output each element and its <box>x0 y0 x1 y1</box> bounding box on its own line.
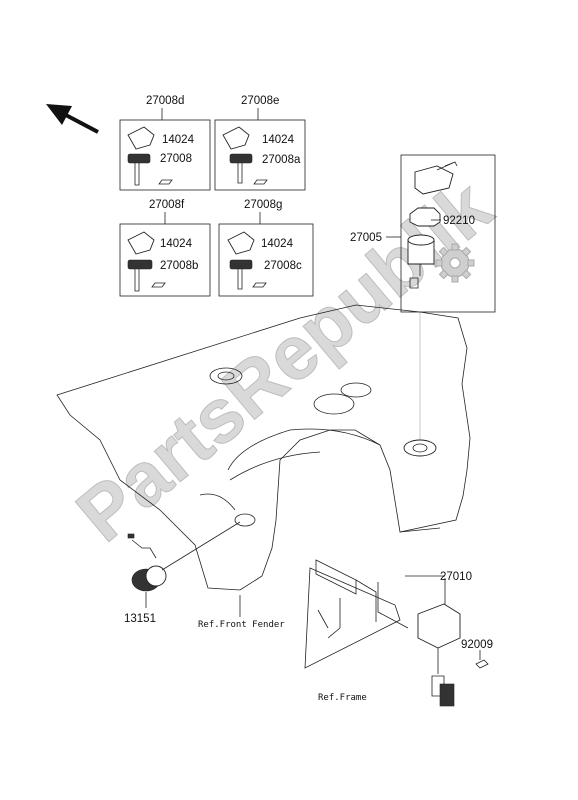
gear-icon <box>435 243 475 283</box>
bolt-label: 92009 <box>461 639 493 651</box>
key-box-title: 27008g <box>244 199 282 211</box>
part-number-label: 14024 <box>262 134 295 146</box>
part-number-label: 27008c <box>264 260 302 272</box>
grommet-part: 13151 <box>124 521 241 625</box>
key-box-27008f: 27008f 14024 27008b <box>119 199 211 297</box>
key-box-27008g: 27008g 14024 27008c <box>218 199 314 297</box>
part-number-label: 27008 <box>160 153 192 165</box>
grommet-label: 13151 <box>124 613 156 625</box>
key-box-27008d: 27008d 14024 27008 <box>119 95 211 191</box>
key-box-title: 27008d <box>146 95 184 107</box>
nut-label: 92210 <box>443 215 475 227</box>
part-number-label: 27008a <box>262 154 301 166</box>
front-fender <box>56 304 471 591</box>
part-number-label: 27008b <box>160 260 198 272</box>
front-fender-reference: Ref.Front Fender <box>198 620 285 630</box>
key-box-27008e: 27008e 14024 27008a <box>214 95 306 191</box>
direction-arrow-icon <box>46 104 99 134</box>
frame-reference: Ref.Frame <box>318 693 367 703</box>
part-number-label: 14024 <box>162 134 195 146</box>
assembly-label: 27005 <box>350 232 382 244</box>
bracket-switch-label: 27010 <box>440 571 472 583</box>
frame-bracket: 27010 92009 <box>304 559 493 707</box>
watermark: PartsRepublik <box>61 164 508 558</box>
key-box-title: 27008f <box>149 199 185 211</box>
key-box-title: 27008e <box>241 95 279 107</box>
ignition-switch-assembly: 92210 27005 <box>350 154 496 440</box>
part-number-label: 14024 <box>261 238 294 250</box>
part-number-label: 14024 <box>160 238 193 250</box>
